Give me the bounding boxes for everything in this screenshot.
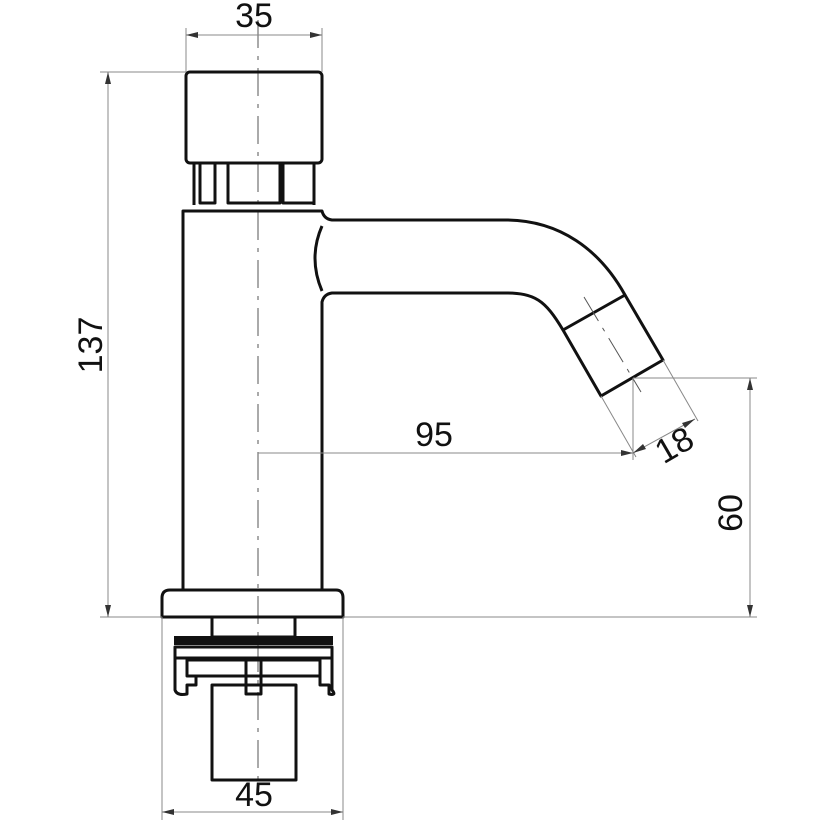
- label-total-height: 137: [72, 317, 110, 374]
- dimension-top-width: [185, 28, 323, 72]
- gasket: [174, 636, 333, 645]
- neck: [210, 615, 297, 639]
- hex-collar: [192, 161, 316, 205]
- push-button-cap: [184, 70, 324, 165]
- dimension-spout-reach: [258, 378, 634, 460]
- fixing-clip: [173, 645, 336, 696]
- label-nozzle-diameter: 18: [649, 420, 701, 472]
- dimension-base-width: [161, 617, 344, 820]
- spout-joint: [313, 225, 324, 292]
- label-base-width: 45: [235, 776, 273, 814]
- label-spout-height: 60: [712, 494, 750, 532]
- label-top-width: 35: [235, 0, 273, 35]
- dimension-spout-height: [343, 377, 757, 618]
- dimension-total-height: [100, 71, 186, 618]
- base-flange: [160, 588, 345, 619]
- label-spout-reach: 95: [415, 416, 453, 454]
- dimension-nozzle: [600, 359, 699, 458]
- nozzle-axis: [583, 296, 642, 393]
- tap-body: [181, 209, 627, 589]
- threaded-shank: [210, 683, 298, 782]
